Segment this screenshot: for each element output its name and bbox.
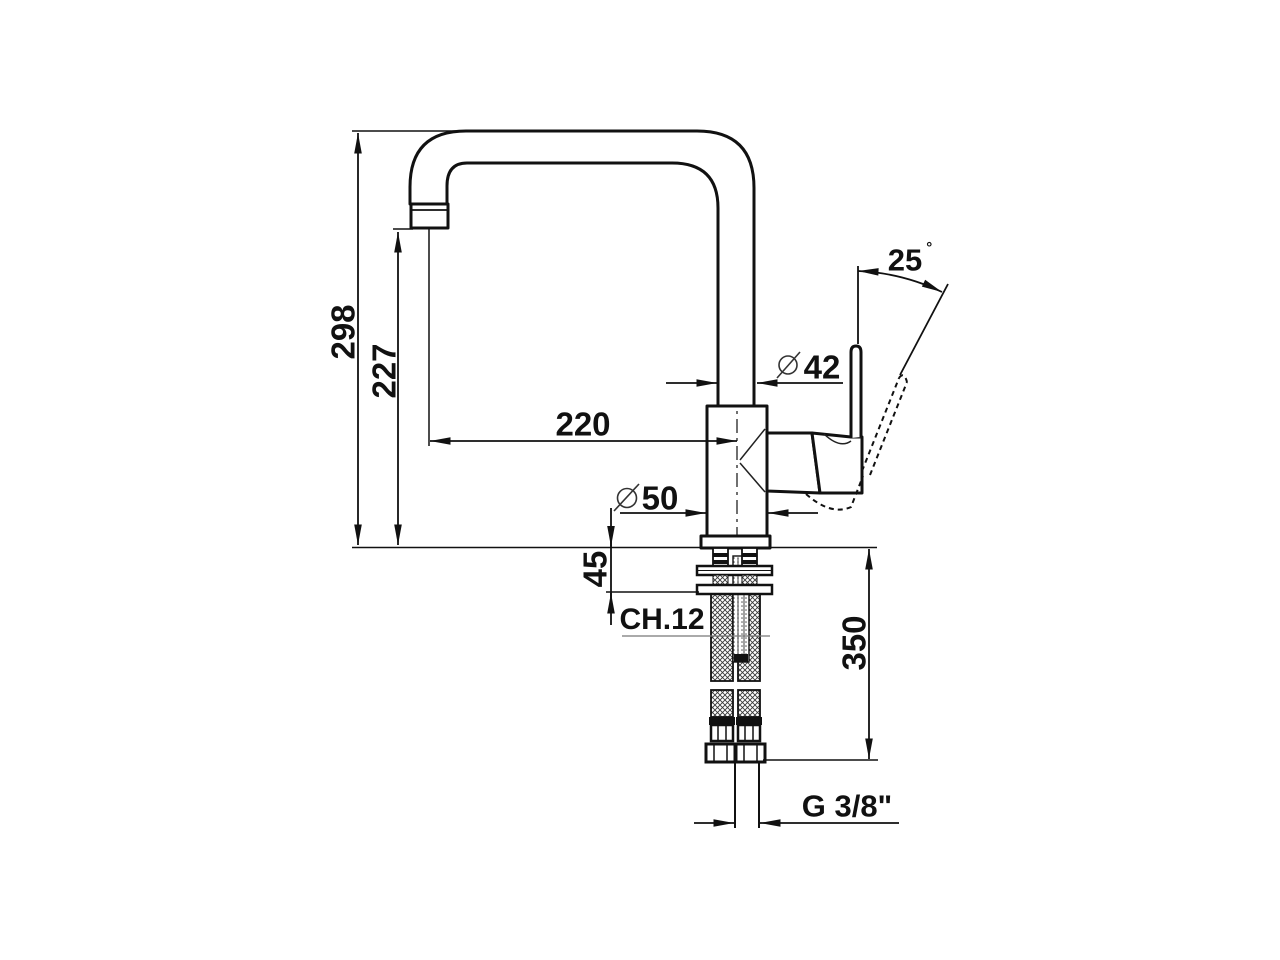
hose-nut-right: [734, 742, 767, 764]
handle-angle-label: 25°: [888, 241, 932, 276]
mounting-hardware-group: [695, 547, 774, 828]
hose-fitting-right: [736, 723, 762, 743]
base-flange: [699, 534, 772, 550]
handle-pivot-arc: [823, 433, 852, 445]
spout-tube: [408, 129, 756, 408]
diameter-symbol-icon: [613, 483, 640, 512]
angle-slant-line: [899, 283, 949, 376]
spout-outlet-height-label: 227: [365, 343, 403, 399]
handle-base: [810, 431, 864, 495]
deck-thickness-label: 45: [576, 550, 614, 588]
angle-arc: [857, 268, 943, 293]
spout-reach-label: 220: [555, 405, 611, 443]
handle-angle-value: 25: [887, 242, 923, 278]
fixing-stud-foot: [734, 654, 748, 662]
body-internal-edge: [739, 428, 766, 493]
hose-fitting-left: [709, 723, 735, 743]
spout-aerator: [409, 202, 450, 230]
dimension-lines-group: [352, 130, 949, 827]
supply-hose-left: [710, 593, 734, 682]
supply-hose-length-label: 350: [835, 615, 873, 671]
overall-height-label: 298: [324, 304, 362, 360]
handle-lever: [849, 344, 863, 438]
supply-hose-right-lower: [737, 689, 761, 718]
supply-hose-left-lower: [710, 689, 734, 718]
body-base-diameter-label: 50: [641, 479, 679, 517]
mounting-nut: [695, 583, 774, 596]
degree-symbol: °: [926, 239, 933, 257]
thread-size-label: G 3/8": [801, 788, 893, 824]
spout-column-diameter-label: 42: [803, 348, 841, 386]
hose-ferrule-right: [736, 717, 762, 725]
hose-nut-left: [704, 742, 737, 764]
wrench-size-label: CH.12: [619, 603, 705, 636]
hose-ferrule-left: [709, 717, 735, 725]
handle-open-position-dashed: [805, 374, 908, 511]
diameter-symbol-icon: [776, 351, 801, 379]
